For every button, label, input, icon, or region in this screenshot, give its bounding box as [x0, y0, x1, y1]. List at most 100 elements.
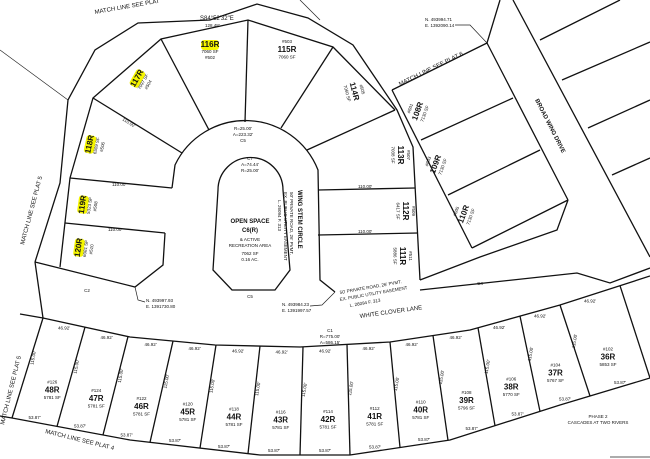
lot-name: 43R — [273, 415, 288, 424]
lot-name: 120R — [73, 237, 85, 257]
curve-arc: A=223.32' — [233, 132, 253, 137]
match-line-label: MATCH LINE SEE PLAT 6 — [398, 51, 465, 88]
lot-area: 7130 SF — [465, 208, 476, 226]
coordinate-e: E. 1391997.57 — [282, 308, 312, 313]
lot-number: #108 — [461, 390, 472, 395]
coordinate-n: N. 493994.71 — [425, 17, 453, 22]
distance-label: 110.00' — [121, 117, 136, 129]
lot-number: #508 — [92, 201, 98, 212]
frontage-label: 46.92' — [319, 349, 331, 354]
distance-label: 110.00' — [358, 229, 372, 234]
lot-divider — [247, 345, 261, 454]
lot-number: #505 — [358, 84, 366, 95]
lot-name: 116R — [201, 40, 220, 49]
lot-area: 7130 SF — [419, 105, 430, 123]
lot-name: 36R — [601, 353, 616, 362]
lot-area: 5796 SF — [458, 405, 475, 410]
lot-area: 5781 SF — [366, 421, 383, 426]
rear-label: 53.87' — [614, 380, 626, 385]
open-space-area: 7062 SF — [241, 251, 258, 256]
lot-name: 115R — [278, 45, 297, 54]
lot-area: 5781 SF — [44, 395, 61, 400]
cul-de-sac-lot-lines — [0, 0, 421, 319]
depth-label: 115.00' — [163, 374, 170, 389]
coordinate-e: E. 1391730.80 — [146, 304, 176, 309]
rear-label: 53.87' — [74, 424, 86, 429]
lot-name: 40R — [413, 405, 428, 414]
curve-radius: R=25.00' — [234, 126, 252, 131]
depth-label: 115.00' — [208, 378, 215, 393]
depth-label: 115.00' — [254, 381, 261, 396]
lot-number: #506 — [99, 141, 106, 152]
lot-divider — [56, 326, 86, 427]
lot-number: #601 — [406, 102, 414, 114]
distance-label: 110.00' — [108, 227, 122, 232]
coordinate-e: E. 1392090.14 — [425, 23, 455, 28]
lot-number: #507 — [406, 150, 411, 161]
lot-number: #112 — [370, 406, 380, 411]
lot-area: 5781 SF — [225, 422, 242, 427]
frontage-label: 46.92' — [100, 335, 112, 340]
lot-area: 7060 SF — [201, 49, 218, 54]
lot-area: 5886 SF — [393, 247, 398, 264]
lot-divider — [432, 335, 449, 441]
lot-name: 42R — [321, 415, 336, 424]
match-line-label: MATCH LINE SEE PLAT 4 — [45, 429, 116, 452]
easement-label: L. 26094 F. 313 — [349, 298, 381, 308]
lot-number: #120 — [183, 402, 194, 407]
lot-number: #603 — [424, 155, 432, 167]
open-space-sub: & ACTIVE — [240, 237, 260, 242]
lot-divider — [559, 304, 591, 397]
rear-label: 53.87' — [418, 437, 430, 442]
lot-number: #106 — [506, 377, 517, 382]
lot-divider — [149, 340, 174, 443]
rear-label: 53.87' — [559, 397, 571, 402]
depth-label: 115.00' — [117, 368, 124, 383]
lot-divider — [346, 344, 351, 456]
lot-area: 5767 SF — [547, 378, 564, 383]
highlight-mark — [73, 238, 85, 257]
frontage-label: 46.92' — [493, 325, 505, 330]
easement-label: 50' PRIVATE ROAD, 26' PVMT. — [289, 192, 294, 255]
lot-number: #126 — [47, 379, 58, 384]
lot-area: 5781 SF — [88, 404, 105, 409]
phase-label: PHASE 2 — [588, 414, 608, 419]
rear-label: 53.87' — [319, 448, 331, 453]
lot-number: #122 — [136, 396, 147, 401]
curve-id: C5 — [240, 138, 246, 143]
highlight-mark — [129, 69, 146, 88]
lot-area: 7038 SF — [391, 146, 396, 163]
lot-area: 6509 SF — [92, 137, 100, 155]
lot-name: 44R — [227, 412, 242, 421]
street-label: BROAD WING DRIVE — [533, 98, 566, 154]
leader-line — [309, 291, 336, 307]
frontage-label: 46.92' — [232, 349, 244, 354]
